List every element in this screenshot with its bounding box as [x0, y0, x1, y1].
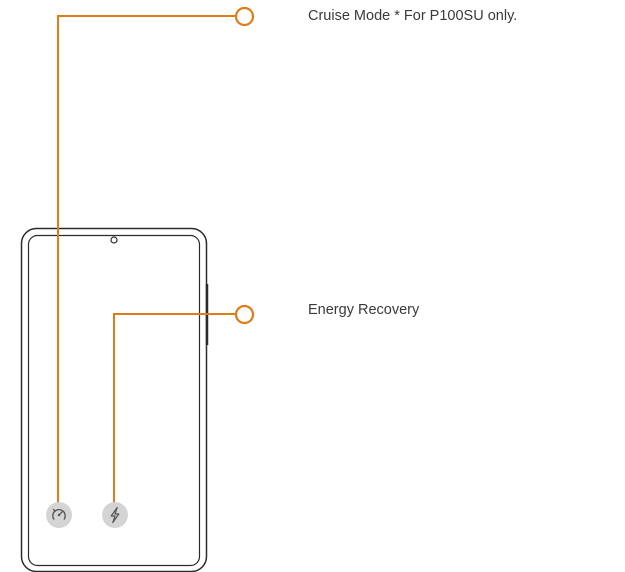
- cruise-mode-label: Cruise Mode * For P100SU only.: [308, 8, 518, 24]
- callout-line-cruise-mode: [57, 15, 236, 503]
- front-camera: [110, 236, 118, 244]
- callout-line-energy-recovery: [113, 313, 236, 503]
- energy-recovery-label: Energy Recovery: [308, 302, 420, 318]
- lightning-bolt-icon: [110, 506, 120, 524]
- speedometer-icon: [52, 508, 66, 520]
- callout-marker-cruise-mode: [234, 6, 255, 27]
- cruise-mode-button[interactable]: [46, 502, 72, 528]
- callout-marker-energy-recovery: [234, 304, 255, 325]
- energy-recovery-button[interactable]: [102, 502, 128, 528]
